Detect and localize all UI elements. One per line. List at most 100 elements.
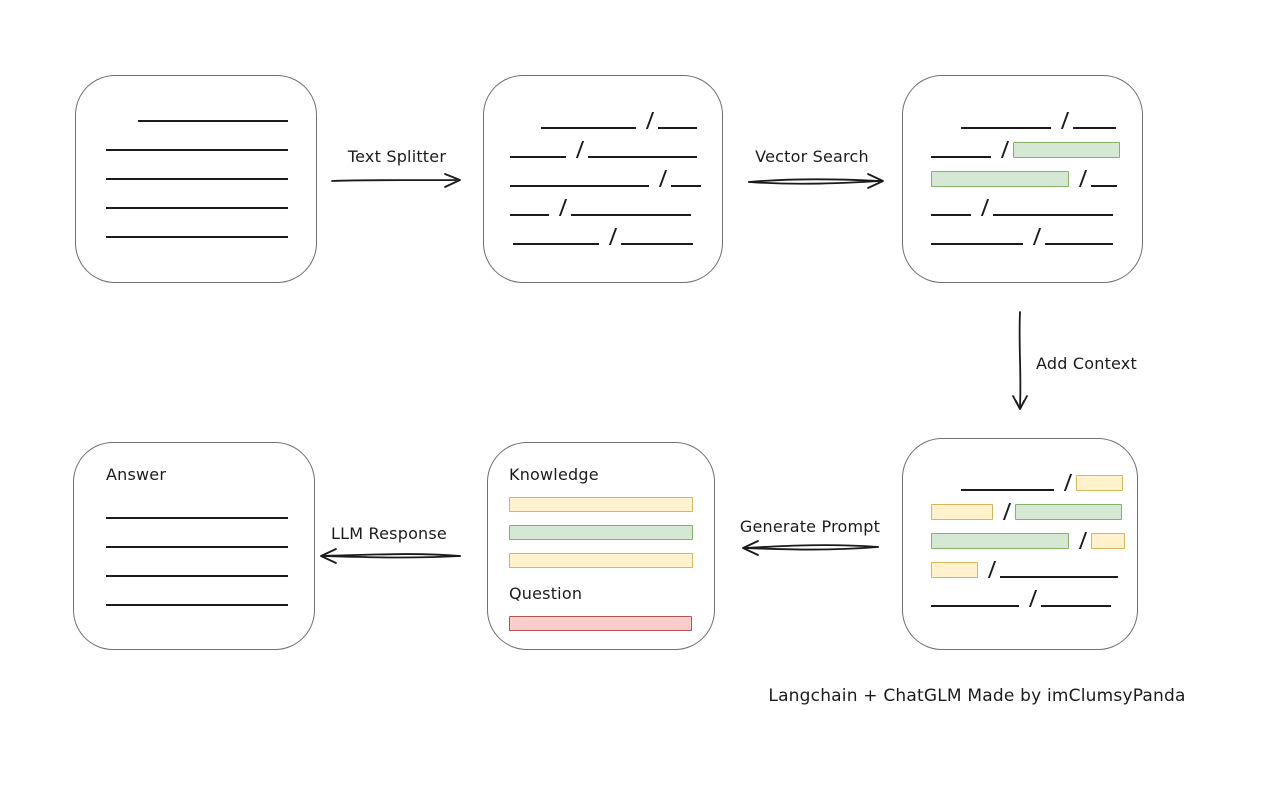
slash-separator (569, 141, 585, 158)
text-line (1045, 243, 1113, 245)
text-splitter-label: Text Splitter (347, 147, 447, 166)
box-row (106, 207, 316, 209)
box-row (961, 474, 1137, 491)
box-row (510, 141, 722, 158)
box-row: Answer (106, 466, 314, 484)
text-line (961, 127, 1051, 129)
box-row (510, 199, 722, 216)
box-row (106, 575, 314, 577)
text-line (138, 120, 288, 122)
slash-separator (602, 228, 618, 245)
green-highlight-chip (1013, 142, 1120, 158)
text-line (541, 127, 636, 129)
box-row (931, 199, 1142, 216)
text-line (588, 156, 697, 158)
text-line (1041, 605, 1111, 607)
text-line (931, 243, 1023, 245)
answer-box: Answer (73, 442, 315, 650)
slash-separator (552, 199, 568, 216)
text-line (106, 546, 288, 548)
vector-search-arrow (748, 173, 884, 189)
yellow-highlight-chip (1091, 533, 1125, 549)
slash-separator (639, 112, 655, 129)
generate-prompt-label: Generate Prompt (739, 517, 881, 536)
answer-label: Answer (106, 465, 167, 484)
green-highlight-chip (931, 533, 1069, 549)
text-line (106, 604, 288, 606)
box-row (509, 525, 714, 540)
slash-separator (1072, 170, 1088, 187)
vector-search-result-box (902, 75, 1143, 283)
box-row (509, 497, 714, 512)
box-row (931, 503, 1137, 520)
box-row: Question (509, 585, 714, 603)
add-context-arrow (1012, 311, 1028, 410)
box-row (106, 604, 314, 606)
text-line (571, 214, 691, 216)
slash-separator (1054, 112, 1070, 129)
box-row (138, 120, 316, 122)
slash-separator (652, 170, 668, 187)
slash-separator (1057, 474, 1073, 491)
box-row (513, 228, 722, 245)
text-line (106, 149, 288, 151)
box-row (931, 532, 1137, 549)
text-splitter-arrow (331, 173, 461, 188)
box-row (541, 112, 722, 129)
text-line (931, 214, 971, 216)
source-document-box (75, 75, 317, 283)
llm-response-arrow (320, 548, 461, 564)
slash-separator (994, 141, 1010, 158)
box-row (106, 178, 316, 180)
vector-search-label: Vector Search (755, 147, 869, 166)
credit-caption: Langchain + ChatGLM Made by imClumsyPand… (768, 686, 1186, 706)
green-bar (509, 525, 693, 540)
text-line (513, 243, 599, 245)
slash-separator (974, 199, 990, 216)
yellow-highlight-chip (1076, 475, 1123, 491)
box-row (509, 616, 714, 631)
slash-separator (1022, 590, 1038, 607)
text-line (658, 127, 697, 129)
text-line (671, 185, 701, 187)
box-row (106, 546, 314, 548)
box-row (106, 517, 314, 519)
yellow-bar (509, 497, 693, 512)
box-row (106, 149, 316, 151)
box-row (931, 590, 1137, 607)
text-line (621, 243, 693, 245)
box-row (931, 141, 1142, 158)
green-highlight-chip (1015, 504, 1122, 520)
red-bar (509, 616, 692, 631)
text-line (106, 236, 288, 238)
box-row (510, 170, 722, 187)
text-line (510, 185, 649, 187)
text-line (510, 214, 549, 216)
slash-separator (1072, 532, 1088, 549)
box-row (509, 553, 714, 568)
text-line (106, 207, 288, 209)
knowledge-label: Knowledge (509, 465, 599, 484)
text-line (993, 214, 1113, 216)
context-added-box (902, 438, 1138, 650)
box-row (931, 170, 1142, 187)
yellow-highlight-chip (931, 562, 978, 578)
green-highlight-chip (931, 171, 1069, 187)
text-line (1000, 576, 1118, 578)
slash-separator (981, 561, 997, 578)
add-context-label: Add Context (1036, 354, 1137, 373)
text-line (106, 178, 288, 180)
generate-prompt-arrow (742, 540, 879, 556)
text-line (510, 156, 566, 158)
yellow-bar (509, 553, 693, 568)
box-row (961, 112, 1142, 129)
llm-response-label: LLM Response (331, 524, 447, 543)
text-line (1073, 127, 1116, 129)
question-label: Question (509, 584, 583, 603)
text-line (931, 605, 1019, 607)
split-text-box (483, 75, 723, 283)
slash-separator (1026, 228, 1042, 245)
box-row (931, 228, 1142, 245)
